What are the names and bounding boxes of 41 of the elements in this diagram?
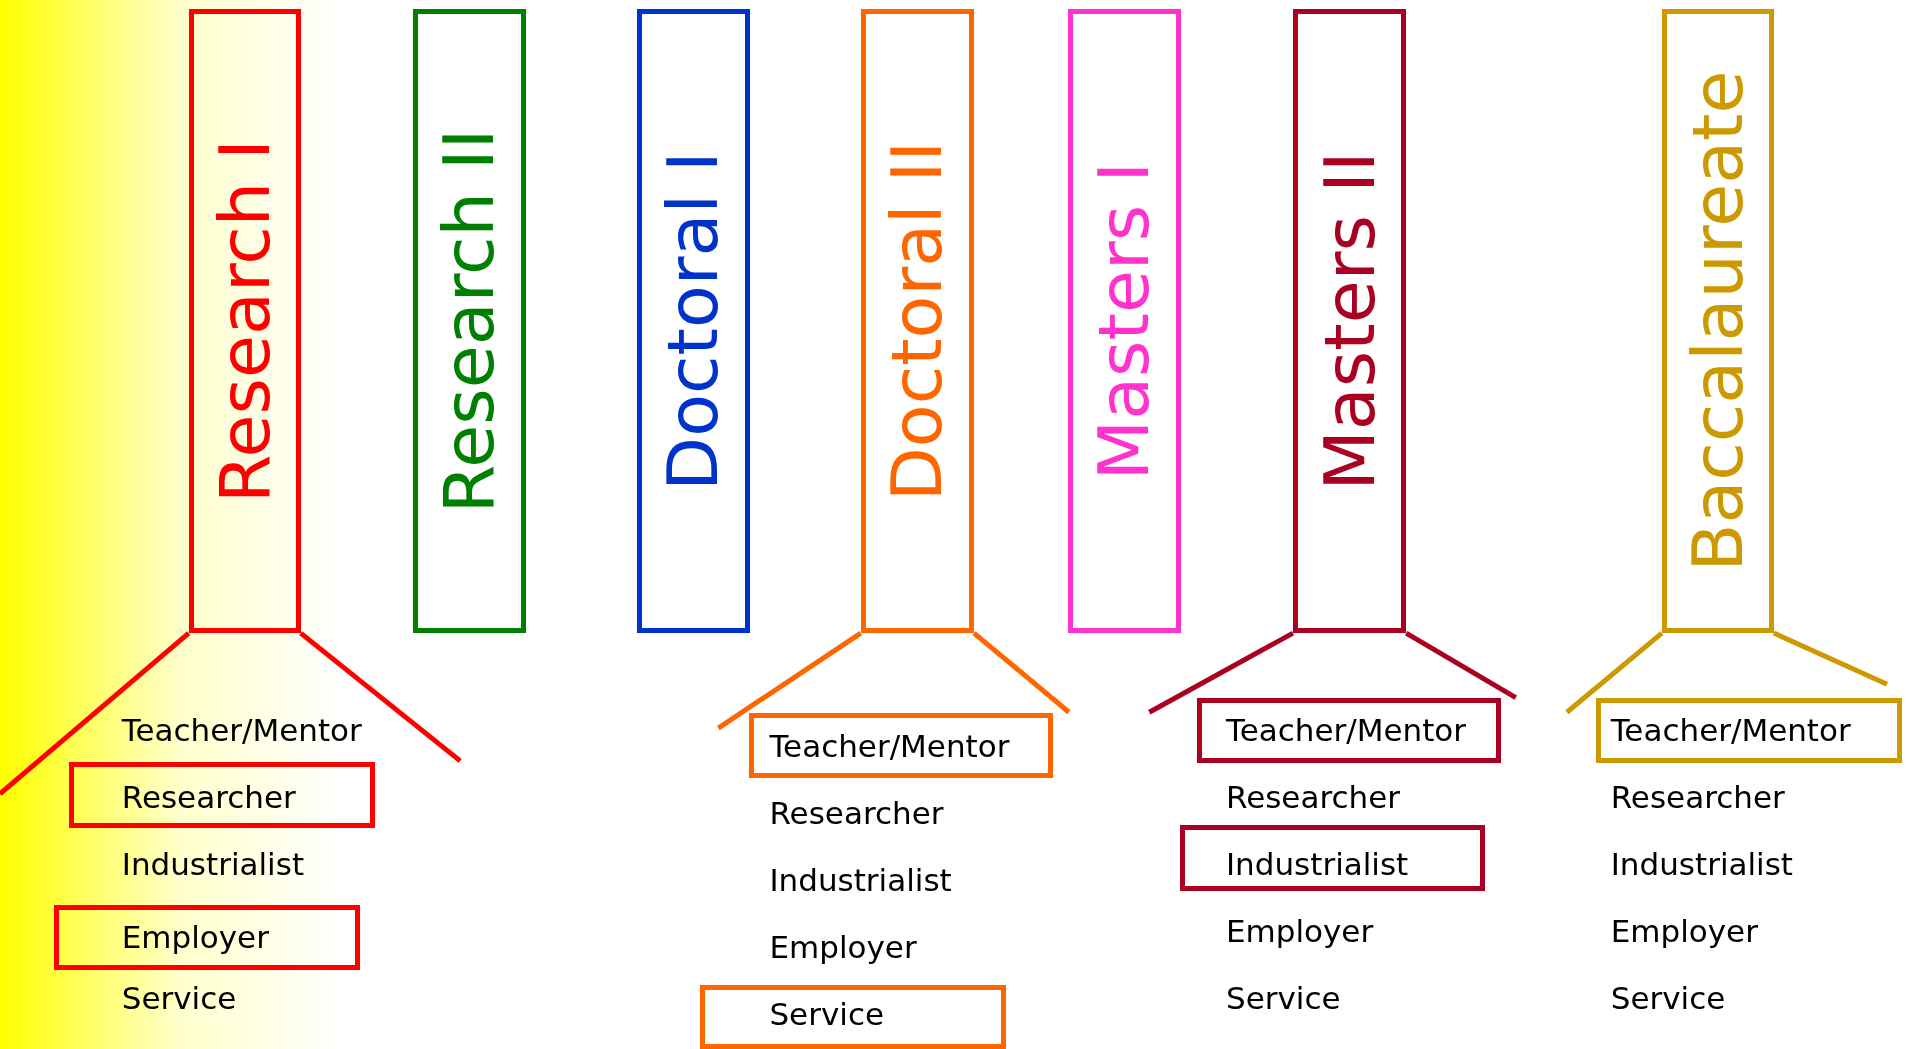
column-title: Masters I bbox=[1089, 161, 1160, 480]
role-label: Employer bbox=[1610, 912, 1758, 951]
category-column bbox=[188, 8, 301, 634]
role-text: Teacher/Mentor bbox=[769, 727, 1010, 765]
highlighted-role-box bbox=[53, 904, 361, 971]
category-column bbox=[636, 8, 750, 634]
category-column bbox=[1661, 8, 1774, 634]
role-label: Industrialist bbox=[769, 861, 952, 899]
column-title: Doctoral I bbox=[658, 151, 729, 491]
column-title: Doctoral II bbox=[882, 140, 953, 501]
role-label: Service bbox=[1610, 979, 1726, 1017]
role-label: Employer bbox=[1226, 912, 1374, 951]
category-column bbox=[1067, 8, 1181, 634]
role-label: Industrialist bbox=[121, 845, 305, 884]
role-text: Employer bbox=[121, 918, 269, 957]
role-text: Teacher/Mentor bbox=[1226, 711, 1466, 750]
column-title: Masters II bbox=[1314, 151, 1385, 491]
category-column bbox=[412, 8, 526, 634]
highlighted-role-box bbox=[69, 762, 375, 828]
role-label: Researcher bbox=[1226, 778, 1400, 817]
role-label: Service bbox=[121, 979, 237, 1017]
column-title: Research II bbox=[434, 128, 505, 514]
role-text: Researcher bbox=[121, 778, 296, 817]
highlighted-role-box bbox=[748, 713, 1054, 778]
highlighted-role-box bbox=[1179, 825, 1486, 892]
highlighted-role-box bbox=[1596, 697, 1902, 764]
role-label: Teacher/Mentor bbox=[121, 712, 362, 750]
category-column bbox=[1292, 8, 1407, 634]
highlighted-role-box bbox=[700, 984, 1006, 1049]
role-label: Researcher bbox=[769, 794, 944, 832]
role-label: Industrialist bbox=[1610, 845, 1794, 884]
role-label: Service bbox=[1226, 979, 1341, 1017]
role-label: Employer bbox=[769, 928, 917, 966]
role-text: Service bbox=[769, 995, 884, 1033]
role-text: Industrialist bbox=[1225, 845, 1409, 884]
column-title: Baccalaureate bbox=[1682, 70, 1753, 572]
column-title: Research I bbox=[209, 138, 280, 503]
role-text: Teacher/Mentor bbox=[1610, 711, 1851, 750]
category-column bbox=[860, 8, 974, 634]
highlighted-role-box bbox=[1196, 697, 1502, 764]
role-label: Researcher bbox=[1610, 778, 1785, 817]
